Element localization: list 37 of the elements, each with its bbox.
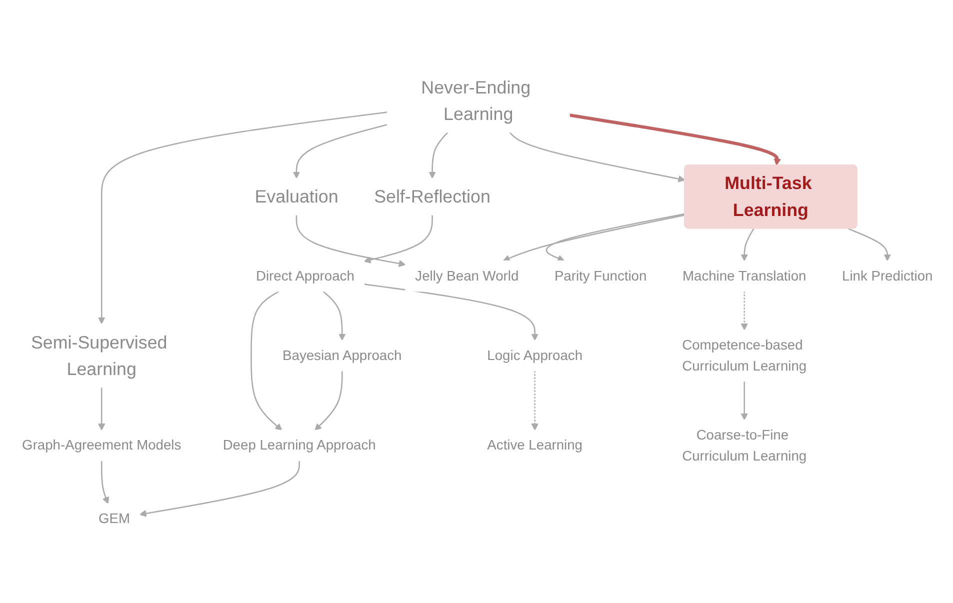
arrow (100, 460, 110, 504)
node-text: Logic Approach (487, 348, 583, 364)
node-text: Never-Ending Learning (421, 77, 531, 124)
arrow (292, 124, 388, 179)
node-text: Deep Learning Approach (222, 438, 376, 453)
node-text: Bayesian Approach (282, 348, 402, 364)
arrow (848, 228, 891, 262)
node-text: GEM (98, 510, 130, 526)
arrow (139, 460, 300, 517)
node-text: Coarse-to-Fine Curriculum Learning (682, 427, 807, 464)
node-text: Parity Function (554, 268, 647, 284)
arrow (502, 214, 685, 262)
arrow (740, 381, 748, 420)
arrow (531, 370, 538, 431)
node-text: Active Learning (487, 438, 583, 453)
node-text: Competence-based Curriculum Learning (682, 337, 807, 374)
arrow (98, 387, 106, 431)
arrow (569, 114, 781, 166)
arrow (296, 214, 406, 268)
node-text: Link Prediction (842, 268, 933, 284)
arrow (740, 228, 754, 262)
arrow (740, 291, 748, 330)
arrow (98, 112, 388, 324)
node-text: Graph-Agreement Models (22, 438, 182, 453)
node-text: Direct Approach (256, 268, 354, 284)
arrow (250, 290, 282, 431)
arrow (428, 132, 448, 179)
arrow (509, 132, 686, 182)
node-text: Machine Translation (682, 268, 806, 284)
arrow (364, 214, 433, 264)
arrow (314, 370, 343, 431)
node-text: Evaluation (254, 186, 338, 207)
arrow (322, 290, 346, 341)
node-text: Self-Reflection (374, 186, 490, 207)
node-text: Semi-Supervised Learning (30, 332, 168, 380)
arrow (546, 213, 685, 262)
arrow (364, 284, 538, 341)
